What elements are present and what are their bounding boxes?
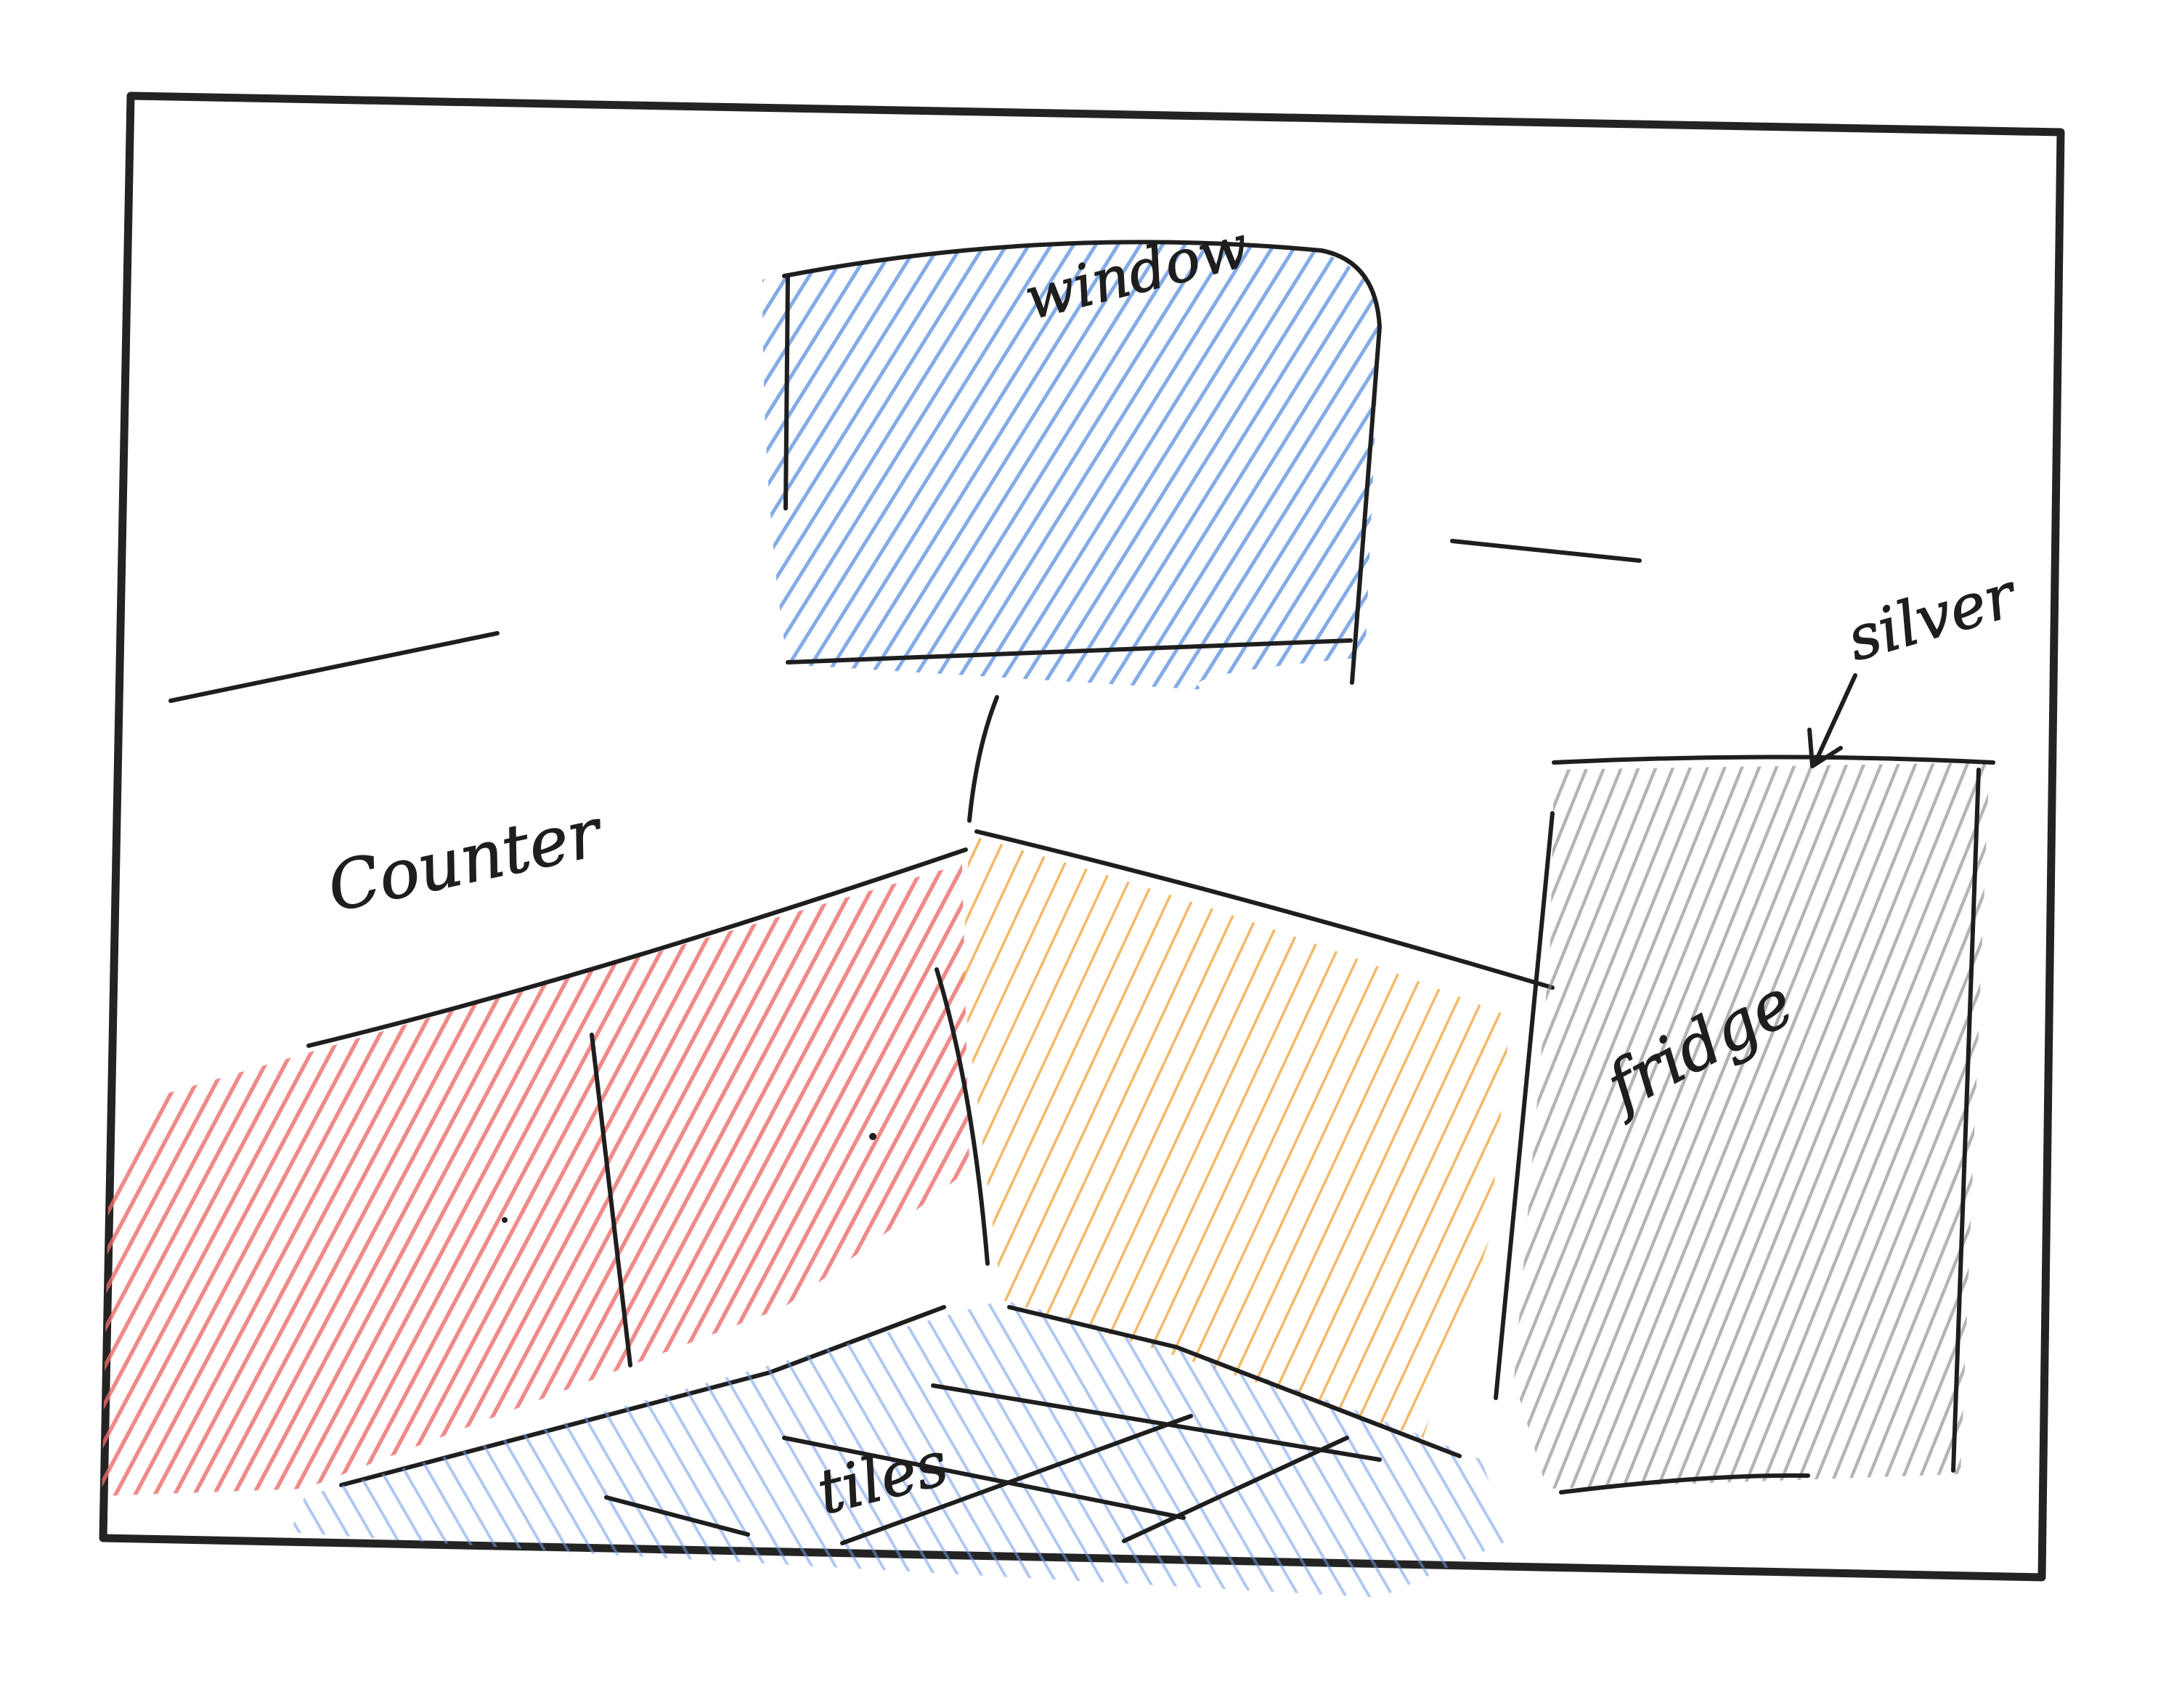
tile-line bbox=[1122, 1436, 1349, 1543]
back-wall-fill bbox=[962, 835, 1510, 1438]
floor bbox=[290, 1300, 1510, 1598]
arrow-shaft bbox=[1813, 673, 1857, 765]
wall-line-left bbox=[168, 631, 500, 703]
fridge-fill bbox=[1514, 762, 1990, 1489]
cabinet-knob bbox=[502, 1217, 508, 1223]
fridge-top-edge bbox=[1552, 755, 1995, 765]
sketch-frame bbox=[99, 92, 2065, 1582]
counter-label: Counter bbox=[321, 793, 611, 927]
tile-line bbox=[782, 1436, 1186, 1520]
counter-top-edge bbox=[306, 847, 968, 1048]
floor-back-edge bbox=[1007, 1305, 1462, 1458]
fridge-left-edge bbox=[1494, 811, 1555, 1400]
fridge-right-edge bbox=[1951, 768, 1981, 1473]
counter-corner-edge bbox=[935, 967, 990, 1266]
floor-fill bbox=[290, 1300, 1510, 1598]
silver-label: silver bbox=[1840, 558, 2027, 675]
wall-corner-line bbox=[967, 695, 999, 823]
window bbox=[762, 240, 1382, 690]
fridge bbox=[1494, 755, 1995, 1494]
back-wall bbox=[962, 829, 1555, 1438]
cabinet-knob bbox=[869, 1133, 876, 1140]
wall-line-right bbox=[1450, 539, 1642, 563]
arrow-head bbox=[1807, 728, 1843, 768]
tile-line bbox=[604, 1495, 750, 1537]
cabinet-door-line bbox=[590, 1033, 632, 1367]
fridge-base-edge bbox=[1559, 1473, 1810, 1494]
tile-line bbox=[840, 1414, 1193, 1545]
window-fill bbox=[762, 242, 1380, 690]
back-wall-top-edge bbox=[974, 829, 1555, 990]
counter-fill bbox=[102, 864, 969, 1496]
window-outline bbox=[782, 240, 1382, 685]
